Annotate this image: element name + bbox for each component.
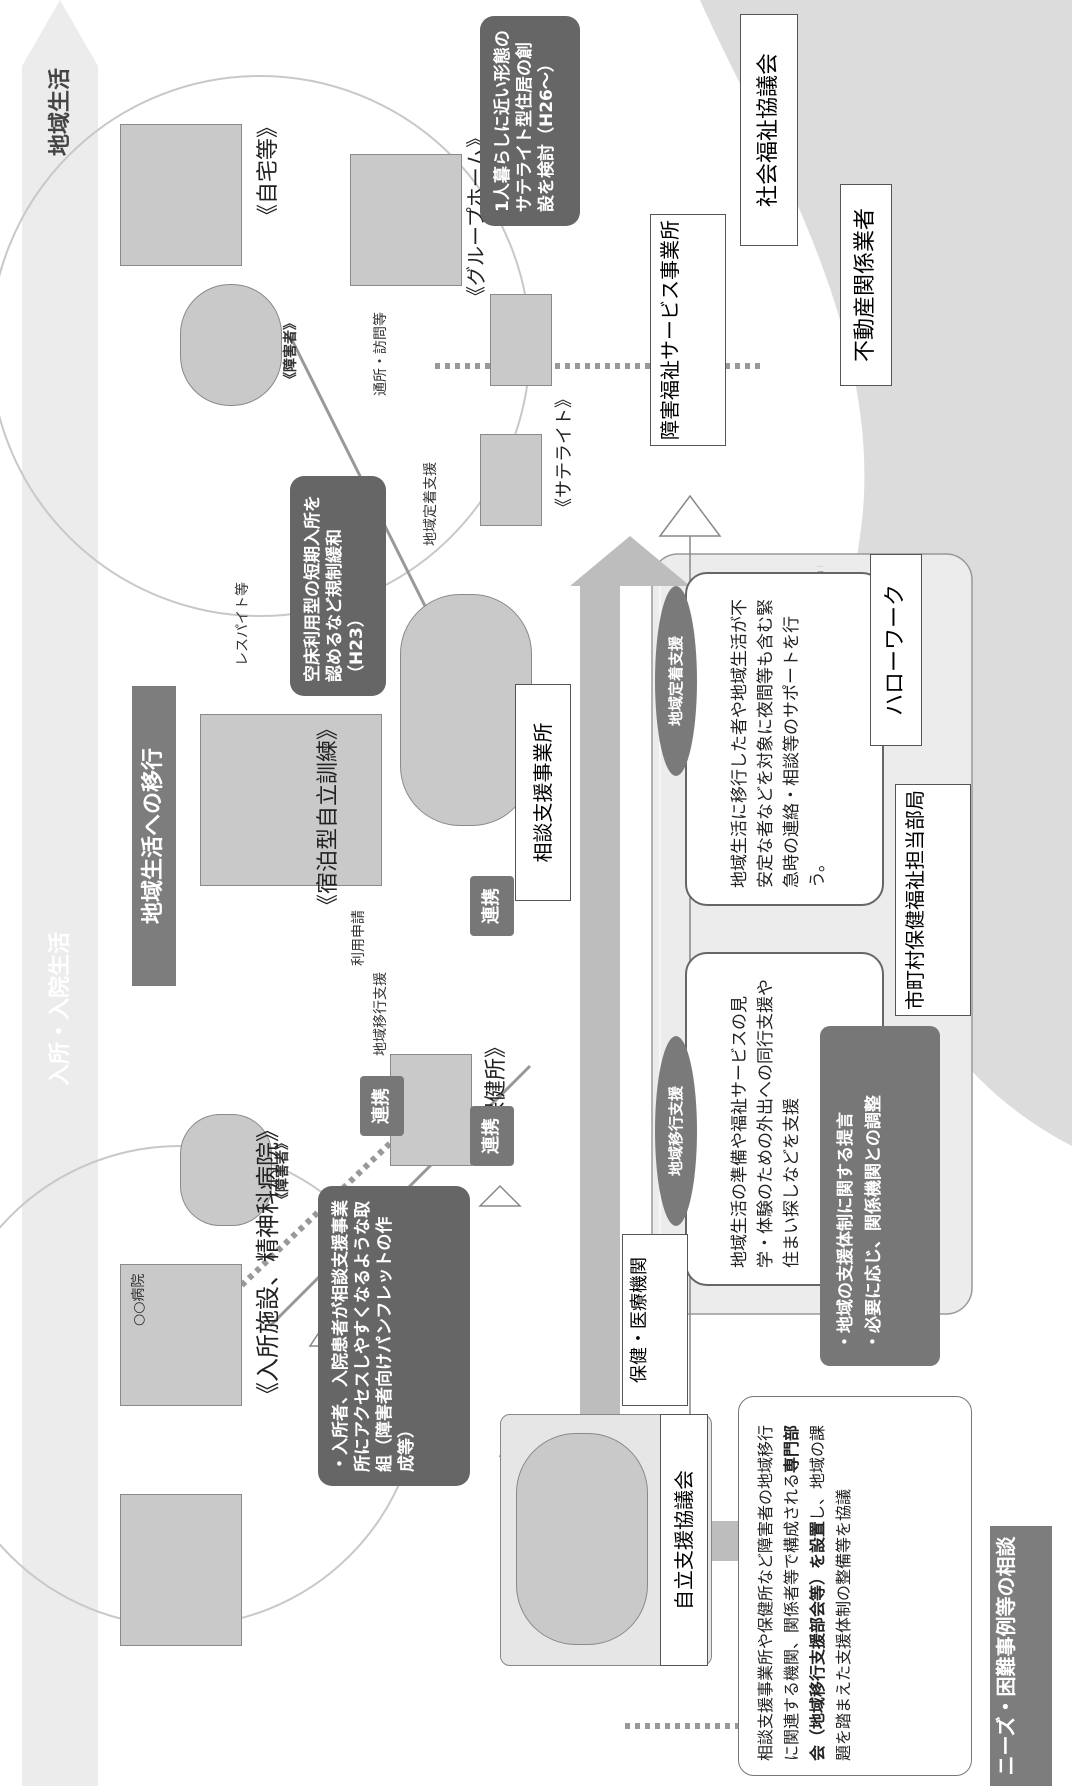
sodan-office-title: 相談支援事業所	[515, 684, 571, 901]
satellite-illustration-2	[490, 294, 552, 386]
kuushitsu-bubble: 空床利用型の短期入所を認めるなど規制緩和（H23）	[290, 476, 386, 696]
hoken-iryou-box: 保健・医療機関	[622, 1234, 688, 1406]
upper-arrowhead	[658, 494, 722, 537]
teichaku-card-text: 地域生活に移行した者や地域生活が不安定な者などを対象に夜間等も含む緊急時の連絡・…	[730, 599, 828, 888]
band-label-left: 入所・入院生活	[48, 931, 73, 1086]
grouphome-illustration	[350, 154, 462, 286]
teigen-line-2: ・必要に応じ、関係機関との調整	[864, 1095, 884, 1350]
person-label-right: 《障害者》	[283, 316, 299, 386]
renkei-arrow-3	[478, 1184, 522, 1207]
transition-label: 地域生活への移行	[132, 686, 176, 986]
teigen-box: ・地域の支援体制に関する提言 ・必要に応じ、関係機関との調整	[820, 1026, 940, 1366]
chiiki-teichaku-arrow-label: 地域定着支援	[423, 462, 439, 546]
satellite-bubble: 1人暮らしに近い形態のサテライト型住居の創設を検討（H26〜）	[480, 16, 580, 226]
jiritsu-label: 自立支援協議会	[660, 1414, 708, 1666]
ikou-oval: 地域移行支援	[655, 1036, 697, 1226]
house-illustration	[120, 124, 242, 266]
ikou-card-text: 地域生活の準備や福祉サービスの見学・体験のための外出への同行支援や住まい探しなど…	[730, 979, 802, 1268]
institution-building-illustration	[120, 1494, 242, 1646]
meeting-illustration	[516, 1433, 648, 1645]
renkei-pill-1: 連携	[360, 1076, 404, 1136]
hellowork-box: ハローワーク	[870, 554, 922, 746]
institution-bullet-bubble: ・入所者、入院患者が相談支援事業所にアクセスしやすくなるような取組（障害者向けパ…	[318, 1186, 470, 1486]
teichaku-oval: 地域定着支援	[655, 586, 697, 776]
car-people-illustration	[400, 594, 532, 826]
teigen-line-1: ・地域の支援体制に関する提言	[836, 1112, 856, 1350]
shukuhaku-building-illustration	[200, 714, 382, 886]
shichouson-box: 市町村保健福祉担当部局	[895, 784, 971, 1016]
tsuusho-houmon-label: 通所・訪問等	[373, 312, 389, 396]
satellite-illustration-1	[480, 434, 542, 526]
hospital-sign: ○○病院	[131, 1273, 147, 1326]
institution-label: 《入所施設、精神科病院》	[254, 1118, 282, 1406]
jiritsu-desc-part1: 相談支援事業所や保健所など障害者の地域移行に関連する機関、関係者等で構成される	[756, 1424, 801, 1761]
chiiki-ikou-arrow-label: 地域移行支援	[373, 972, 389, 1056]
shakai-fukushi-box: 社会福祉協議会	[740, 14, 798, 246]
renkei-pill-3: 連携	[470, 876, 514, 936]
needs-label: ニーズ・困難事例等の相談	[990, 1526, 1052, 1786]
riyou-moushikomi-label: 利用申請	[351, 910, 367, 966]
jiritsu-desc-card: 相談支援事業所や保健所など障害者の地域移行に関連する機関、関係者等で構成される専…	[738, 1396, 972, 1776]
fudousan-box: 不動産関係業者	[840, 184, 892, 386]
shukuhaku-label: 《宿泊型自立訓練》	[316, 717, 341, 916]
teichaku-card: 地域生活に移行した者や地域生活が不安定な者などを対象に夜間等も含む緊急時の連絡・…	[685, 572, 884, 906]
band-label-right: 地域生活	[48, 67, 73, 156]
riyou-dotted-arrow	[217, 1083, 453, 1309]
home-label: 《自宅等》	[256, 115, 281, 226]
satellite-label: 《サテライト》	[554, 390, 575, 516]
shougai-fukushi-box: 障害福祉サービス事業所	[650, 214, 726, 446]
respite-label: レスパイト等	[235, 582, 251, 666]
transition-arrow-head	[570, 536, 690, 586]
person-icon-right	[180, 284, 282, 406]
renkei-pill-2: 連携	[470, 1106, 514, 1166]
top-band-arrow	[22, 0, 98, 1786]
